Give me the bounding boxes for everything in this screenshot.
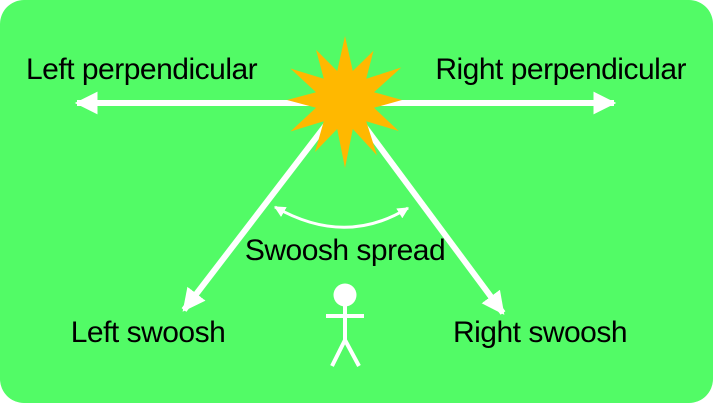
label-left-swoosh: Left swoosh — [71, 316, 226, 349]
swoosh-spread-arc-arrow — [274, 205, 409, 229]
label-right-perpendicular: Right perpendicular — [435, 53, 686, 86]
person-right-leg — [343, 339, 361, 367]
person-icon — [326, 283, 364, 367]
right-swoosh-arrow — [342, 98, 506, 315]
left-swoosh-arrow — [181, 98, 348, 312]
label-swoosh-spread: Swoosh spread — [245, 234, 445, 267]
person-head — [333, 283, 357, 307]
label-right-swoosh: Right swoosh — [453, 316, 627, 349]
label-left-perpendicular: Left perpendicular — [26, 53, 258, 86]
starburst-icon — [287, 36, 402, 168]
person-left-leg — [330, 339, 347, 367]
